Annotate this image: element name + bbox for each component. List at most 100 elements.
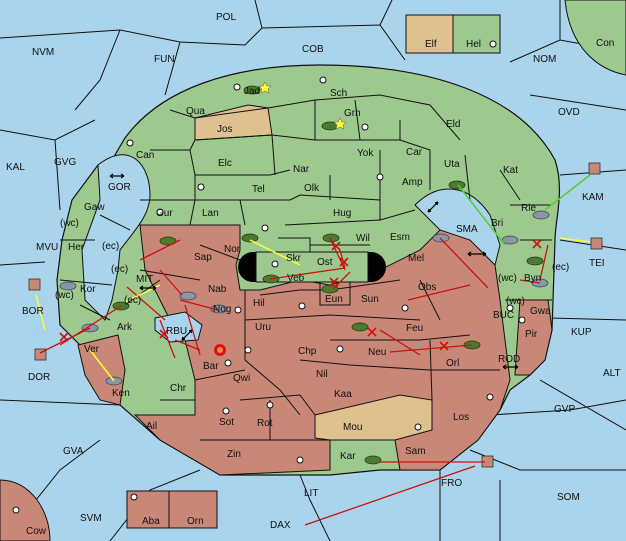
label-hil: Hil [253, 298, 265, 309]
red-region-west [77, 334, 126, 406]
label-ken: Ken [112, 388, 130, 399]
label-ark: Ark [117, 322, 133, 333]
label-nar: Nar [293, 164, 310, 175]
label-nor: Nor [224, 244, 241, 255]
label-her: Her [68, 242, 85, 253]
battle-marker [214, 344, 226, 356]
label-kam: KAM [582, 192, 604, 203]
label-pol: POL [216, 12, 236, 23]
inner-sea-mit [81, 154, 151, 321]
units-red-power [59, 210, 550, 386]
label-wc1: (wc) [60, 218, 79, 229]
label-ost: Ost [317, 257, 333, 268]
label-sma: SMA [456, 224, 478, 235]
label-gvp: GVP [554, 404, 575, 415]
label-cob: COB [302, 44, 324, 55]
label-chp: Chp [298, 346, 317, 357]
label-aba: Aba [142, 516, 160, 527]
label-kal: KAL [6, 162, 25, 173]
label-nom: NOM [533, 54, 556, 65]
star-markers [258, 81, 347, 130]
label-kat: Kat [503, 165, 518, 176]
unit-tank [526, 256, 544, 266]
sea-labels: POL NVM FUN COB NOM OVD KAL GVG GOR MVU … [6, 12, 621, 531]
fleet-box [28, 278, 41, 291]
label-ail: Ail [146, 421, 157, 432]
label-gva: GVA [63, 446, 84, 457]
unit-tank [59, 281, 77, 291]
label-ec1: (ec) [102, 241, 119, 252]
supply-centers [12, 40, 526, 514]
label-tei: TEI [589, 258, 605, 269]
label-esm: Esm [390, 232, 410, 243]
label-mel: Mel [408, 253, 424, 264]
label-feu: Feu [406, 323, 423, 334]
label-mit: MIT [136, 274, 153, 285]
label-lit: LIT [304, 488, 318, 499]
label-nvm: NVM [32, 47, 54, 58]
unit-tank [210, 304, 228, 314]
label-hug: Hug [333, 208, 351, 219]
label-orl: Orl [446, 358, 459, 369]
label-qua: Qua [186, 106, 205, 117]
order-arrows-yellow [35, 237, 591, 382]
label-cow: Cow [26, 526, 47, 537]
label-fun: FUN [154, 54, 175, 65]
fleet-box [588, 162, 601, 175]
unit-tank [351, 322, 369, 332]
label-wc4: (wc) [506, 296, 525, 307]
label-elc: Elc [218, 158, 232, 169]
label-sun: Sun [361, 294, 379, 305]
label-bri: Bri [491, 218, 503, 229]
label-som: SOM [557, 492, 580, 503]
label-sot: Sot [219, 417, 234, 428]
region-box-elf [405, 14, 454, 54]
label-eun: Eun [325, 294, 343, 305]
unit-tank [322, 233, 340, 243]
label-gaw: Gaw [84, 202, 105, 213]
label-ec3: (ec) [111, 264, 128, 275]
passage-arrows [109, 173, 519, 370]
label-kup: KUP [571, 327, 592, 338]
label-ec2: (ec) [552, 262, 569, 273]
label-buc: BUC [493, 310, 514, 321]
label-hel: Hel [466, 39, 481, 50]
label-bor: BOR [22, 306, 44, 317]
label-uru: Uru [255, 322, 271, 333]
label-obs: Obs [418, 282, 436, 293]
inner-sea-rbu [154, 311, 203, 343]
label-nog: Nog [213, 304, 231, 315]
label-car: Car [406, 147, 423, 158]
label-veb: Veb [287, 273, 305, 284]
label-svm: SVM [80, 513, 102, 524]
label-amp: Amp [402, 177, 423, 188]
label-mvu: MVU [36, 242, 58, 253]
label-gur: Gur [156, 208, 173, 219]
label-yok: Yok [357, 148, 374, 159]
unit-tank [532, 210, 550, 220]
label-nab: Nab [208, 284, 227, 295]
label-tel: Tel [252, 184, 265, 195]
label-gwa: Gwa [530, 306, 551, 317]
unit-tank [432, 233, 450, 243]
label-rod: ROD [498, 354, 520, 365]
label-con: Con [596, 38, 614, 49]
label-bar: Bar [203, 361, 219, 372]
tan-region-jos [194, 104, 273, 141]
label-sch: Sch [330, 88, 347, 99]
label-orn: Orn [187, 516, 204, 527]
label-neu: Neu [368, 347, 386, 358]
order-arrows-green [457, 174, 591, 246]
label-jad: Jad [244, 86, 260, 97]
label-nil: Nil [316, 369, 328, 380]
label-ec4: (ec) [124, 295, 141, 306]
label-fro: FRO [441, 478, 462, 489]
fleet-box [590, 237, 603, 250]
label-sam: Sam [405, 446, 426, 457]
land-labels: Elf Hel Con Jad Sch Qua Jos Grh Eld Can … [26, 38, 614, 537]
label-elf: Elf [425, 39, 437, 50]
unit-tank [241, 233, 259, 243]
label-can: Can [136, 150, 154, 161]
inner-sea-sma [414, 188, 501, 266]
